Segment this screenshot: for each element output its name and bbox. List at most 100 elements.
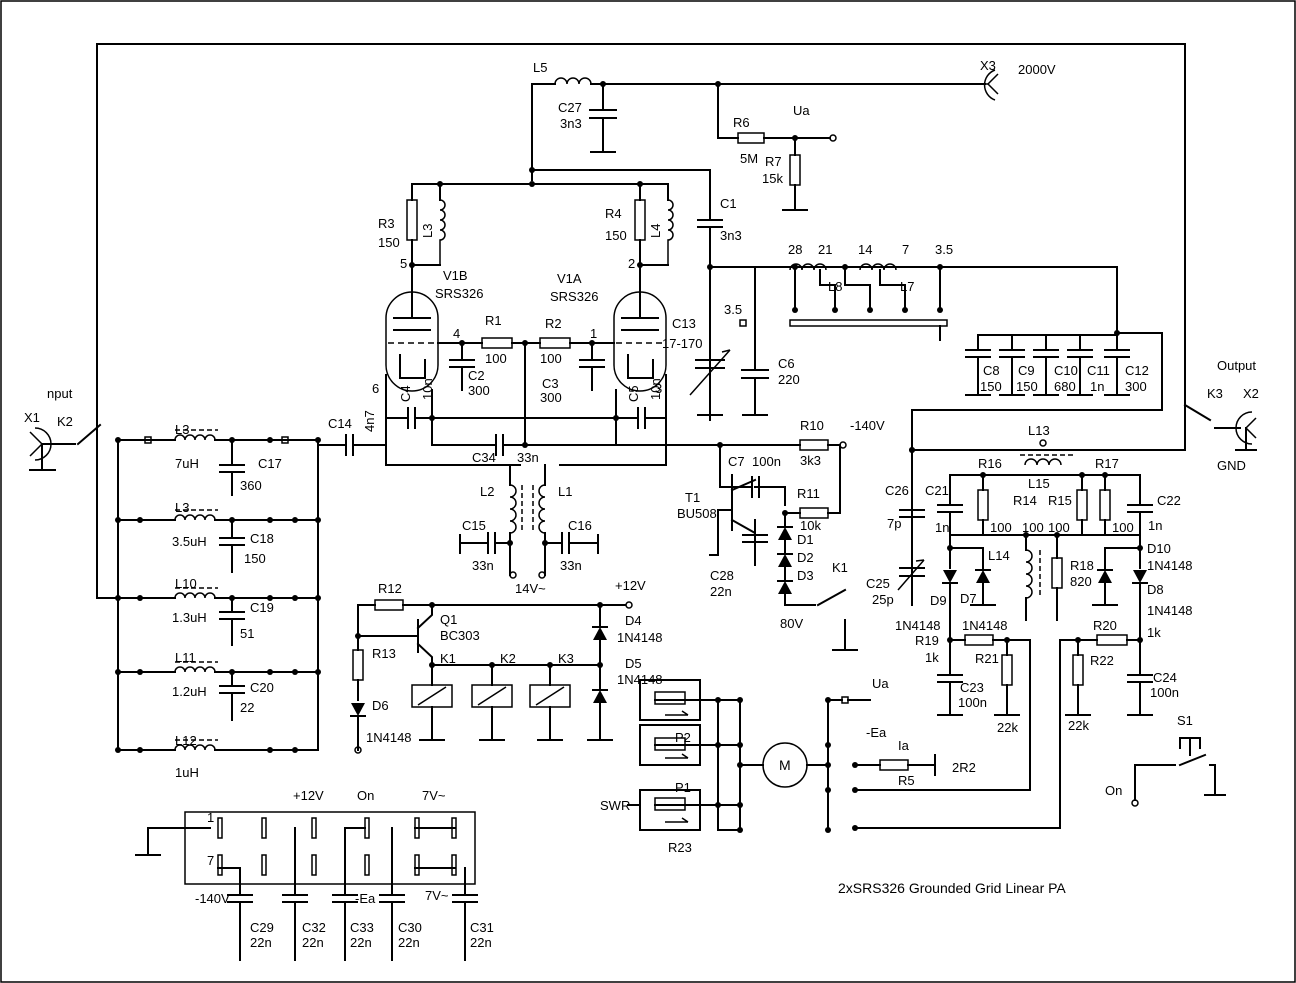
- c29-label: C29: [250, 920, 274, 935]
- l5-label: L5: [533, 60, 547, 75]
- pin4-label: 4: [453, 326, 460, 341]
- c24-label: C24: [1153, 670, 1177, 685]
- c10-label: C10: [1054, 363, 1078, 378]
- p12-driver-label: +12V: [615, 578, 646, 593]
- output-label: Output: [1217, 358, 1256, 373]
- c8-value: 150: [980, 379, 1002, 394]
- k1-bias-label: K1: [832, 560, 848, 575]
- x3-label: X3: [980, 58, 996, 73]
- r6-label: R6: [733, 115, 750, 130]
- r16-value: 100: [990, 520, 1012, 535]
- d10-value: 1N4148: [1147, 558, 1193, 573]
- gnd-label: GND: [1217, 458, 1246, 473]
- c32-value: 22n: [302, 935, 324, 950]
- k3-coil-label: K3: [558, 651, 574, 666]
- c28-value: 22n: [710, 584, 732, 599]
- c14-label: C14: [328, 416, 352, 431]
- meter-ea-label: -Ea: [866, 725, 887, 740]
- r12-label: R12: [378, 581, 402, 596]
- hv-rail: [96, 43, 1186, 599]
- c6-label: C6: [778, 356, 795, 371]
- r1-value: 100: [485, 351, 507, 366]
- d9-label: D9: [930, 593, 947, 608]
- c15-value: 33n: [472, 558, 494, 573]
- bias-circuit: [709, 439, 858, 651]
- r11-label: R11: [797, 486, 820, 501]
- pin3-label: 3: [655, 381, 662, 396]
- t1-label: T1: [685, 490, 700, 505]
- r3-value: 150: [378, 235, 400, 250]
- r6-value: 5M: [740, 151, 758, 166]
- c21-value: 1n: [935, 520, 949, 535]
- filter-2-value: 3.5uH: [172, 534, 207, 549]
- p2-label: P2: [675, 730, 691, 745]
- d6-label: D6: [372, 698, 389, 713]
- c33-value: 22n: [350, 935, 372, 950]
- d7-value: 1N4148: [962, 618, 1008, 633]
- r7-label: R7: [765, 154, 782, 169]
- r14-value: 100: [1022, 520, 1044, 535]
- c33-label: C33: [350, 920, 374, 935]
- k2-input-label: K2: [57, 414, 73, 429]
- v1a-label: V1A: [557, 271, 582, 286]
- c8-label: C8: [983, 363, 1000, 378]
- filter-1-name: L3: [175, 422, 189, 437]
- l3-anode-label: L3: [420, 224, 435, 238]
- output-relay: [909, 403, 1257, 453]
- filter-3-name: L10: [175, 576, 197, 591]
- r13-label: R13: [372, 646, 396, 661]
- r11-value: 10k: [800, 518, 821, 533]
- c4-label: C4: [398, 385, 413, 402]
- on-meter-label: On: [1105, 783, 1122, 798]
- filter-2-cap: C18: [250, 531, 274, 546]
- r18-value: 820: [1070, 574, 1092, 589]
- c2-label: C2: [468, 368, 485, 383]
- c11-value: 1n: [1090, 379, 1104, 394]
- input-label: nput: [47, 386, 73, 401]
- r10-value: 3k3: [800, 453, 821, 468]
- r22-label: R22: [1090, 653, 1114, 668]
- r15-value: 100: [1048, 520, 1070, 535]
- c13-label: C13: [672, 316, 696, 331]
- r21-value: 22k: [997, 720, 1018, 735]
- r19-value: 1k: [925, 650, 939, 665]
- r5-value: 2R2: [952, 760, 976, 775]
- v80-label: 80V: [780, 616, 803, 631]
- d5-label: D5: [625, 656, 642, 671]
- filter-2-capv: 150: [244, 551, 266, 566]
- supply-7v-b: 7V~: [425, 888, 449, 903]
- d8-value: 1N4148: [1147, 603, 1193, 618]
- r22-value: 22k: [1068, 718, 1089, 733]
- supply-7v-a: 7V~: [422, 788, 446, 803]
- l13-label: L13: [1028, 423, 1050, 438]
- d4-value: 1N4148: [617, 630, 663, 645]
- band-14: 14: [858, 242, 872, 257]
- title-text: 2xSRS326 Grounded Grid Linear PA: [838, 880, 1066, 896]
- d10-label: D10: [1147, 541, 1171, 556]
- c23-label: C23: [960, 680, 984, 695]
- filter-3-capv: 51: [240, 626, 254, 641]
- band-21: 21: [818, 242, 832, 257]
- d9-value: 1N4148: [895, 618, 941, 633]
- d2-label: D2: [797, 550, 814, 565]
- c13-value: 17-170: [662, 336, 702, 351]
- l8-label: L8: [828, 279, 842, 294]
- c25-label: C25: [866, 576, 890, 591]
- band-3-5: 3.5: [935, 242, 953, 257]
- r21-label: R21: [975, 651, 999, 666]
- supply-on: On: [357, 788, 374, 803]
- r2-value: 100: [540, 351, 562, 366]
- c23-value: 100n: [958, 695, 987, 710]
- meter-ua-label: Ua: [872, 676, 889, 691]
- k1-coil-label: K1: [440, 651, 456, 666]
- relay-driver: [350, 599, 633, 754]
- r20-label: R20: [1093, 618, 1117, 633]
- c4-value: 10n: [420, 378, 435, 400]
- t1-value: BU508: [677, 506, 717, 521]
- c3-label: C3: [542, 376, 559, 391]
- meter-ia-label: Ia: [898, 738, 910, 753]
- filter-5-value: 1uH: [175, 765, 199, 780]
- c16-value: 33n: [560, 558, 582, 573]
- filter-5-name: L12: [175, 733, 197, 748]
- r3-label: R3: [378, 216, 395, 231]
